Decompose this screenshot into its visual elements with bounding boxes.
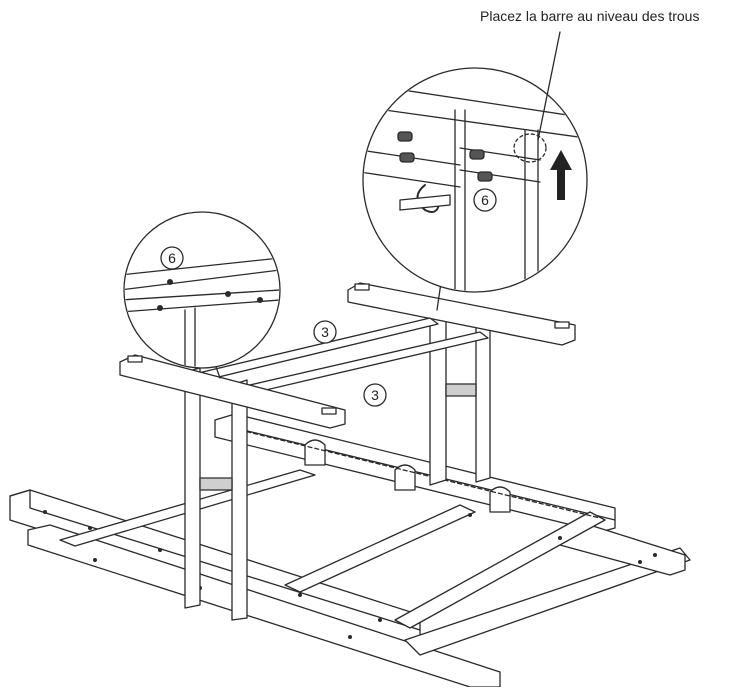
rear-leg-assembly: [347, 282, 576, 486]
front-rail-left: [9, 489, 421, 646]
front-leg-assembly: [119, 354, 346, 621]
slat-2: [284, 504, 476, 593]
callout-zoom-top-right: 6: [473, 188, 497, 212]
callout-zoom-left-label: 6: [168, 250, 176, 266]
screw-dots: [43, 510, 657, 639]
callout-bar-lower-label: 3: [371, 387, 379, 403]
top-bar-rear: [347, 282, 576, 346]
callout-bar-upper-label: 3: [321, 324, 329, 340]
callout-zoom-top-right-label: 6: [481, 192, 489, 208]
slat-3: [394, 511, 606, 629]
connector-plate-1: [304, 439, 326, 466]
top-bar-front: [119, 354, 346, 429]
base-frame: [9, 413, 691, 688]
callout-zoom-left: 6: [160, 246, 184, 270]
connector-plate-3: [489, 486, 511, 513]
instruction-label: Placez la barre au niveau des trous: [480, 8, 700, 24]
callout-bar-upper: 3: [313, 320, 337, 344]
zoom-detail-left: [123, 211, 281, 379]
bolt-icons: [397, 131, 493, 182]
front-rail-right: [404, 547, 691, 656]
up-arrow-icon: [550, 150, 572, 200]
rotate-arrow-icon: [416, 184, 440, 213]
callout-bar-lower: 3: [363, 383, 387, 407]
instruction-leader-line: [537, 31, 561, 141]
zoom-detail-top-right: [362, 67, 588, 311]
